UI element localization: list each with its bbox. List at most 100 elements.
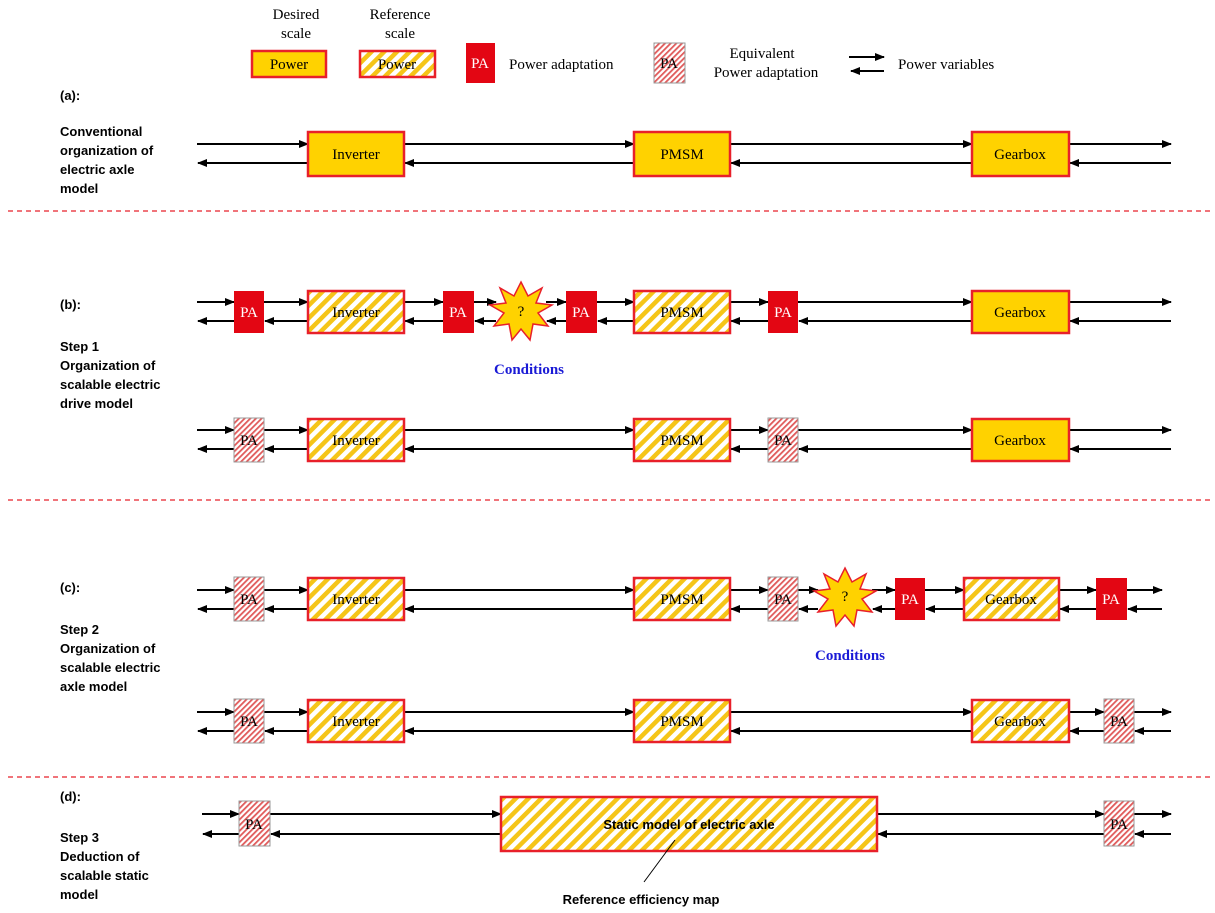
pmsm-label: PMSM: [660, 592, 703, 608]
legend-desired-power-box: [250, 49, 328, 79]
pa-label: PA: [449, 305, 467, 321]
pa-label: PA: [901, 592, 919, 608]
pmsm-block: [632, 130, 732, 178]
legend-power-variables: Power variables: [898, 57, 994, 73]
pa-block: [234, 291, 264, 333]
section-b: (b): Step 1 Organization of scalable ele…: [60, 280, 1172, 463]
legend-desired-line2: scale: [281, 26, 311, 42]
inverter-label: Inverter: [332, 714, 379, 730]
section-c-desc-4: axle model: [60, 679, 127, 694]
equivalent-pa-block: [238, 800, 271, 847]
section-b-desc-3: scalable electric: [60, 377, 160, 392]
conditions-burst-label: ?: [842, 589, 849, 605]
section-d-desc-3: scalable static: [60, 868, 149, 883]
legend-equivalent-line1: Equivalent: [730, 46, 796, 62]
legend-desired-power-label: Power: [270, 57, 308, 73]
inverter-block: [306, 576, 406, 622]
equivalent-pa-block: [767, 576, 799, 622]
reference-map-pointer: [643, 839, 676, 883]
pa-label: PA: [774, 433, 792, 449]
legend-pa-text: Power adaptation: [509, 57, 614, 73]
section-c-desc-3: scalable electric: [60, 660, 160, 675]
section-b-desc-4: drive model: [60, 396, 133, 411]
legend-reference-power-label: Power: [378, 57, 416, 73]
section-a-tag: (a):: [60, 88, 80, 103]
pa-label: PA: [240, 305, 258, 321]
legend-desired-line1: Desired: [273, 7, 320, 23]
inverter-block: [306, 698, 406, 744]
pa-label: PA: [572, 305, 590, 321]
section-c-tag: (c):: [60, 580, 80, 595]
gearbox-label: Gearbox: [994, 305, 1046, 321]
gearbox-block: [962, 576, 1061, 622]
equivalent-pa-block: [767, 417, 799, 463]
pa-label: PA: [774, 592, 792, 608]
section-a-desc-2: organization of: [60, 143, 154, 158]
pmsm-block: [632, 576, 732, 622]
static-model-block: [499, 795, 879, 853]
conditions-label: Conditions: [494, 362, 564, 378]
inverter-label: Inverter: [332, 305, 379, 321]
inverter-block: [306, 417, 406, 463]
pa-block: [768, 291, 798, 333]
pa-block: [443, 291, 474, 333]
section-a: (a): Conventional organization of electr…: [60, 88, 1172, 196]
inverter-label: Inverter: [332, 592, 379, 608]
equivalent-pa-block: [233, 417, 265, 463]
pmsm-label: PMSM: [660, 305, 703, 321]
section-d: (d): Step 3 Deduction of scalable static…: [60, 789, 1172, 907]
pa-block: [566, 291, 597, 333]
pmsm-label: PMSM: [660, 714, 703, 730]
pmsm-block: [632, 417, 732, 463]
pa-label: PA: [240, 714, 258, 730]
pmsm-block: [632, 289, 732, 335]
section-c-desc-1: Step 2: [60, 622, 99, 637]
conditions-burst: [487, 280, 555, 342]
gearbox-label: Gearbox: [985, 592, 1037, 608]
section-d-desc-2: Deduction of: [60, 849, 140, 864]
pa-label: PA: [240, 592, 258, 608]
pmsm-label: PMSM: [660, 147, 703, 163]
section-a-desc-4: model: [60, 181, 98, 196]
gearbox-block: [970, 417, 1071, 463]
pa-label: PA: [1110, 714, 1128, 730]
section-c: (c): Step 2 Organization of scalable ele…: [60, 566, 1172, 744]
equivalent-pa-block: [1103, 698, 1135, 744]
legend-reference-line2: scale: [385, 26, 415, 42]
legend-reference-power-box: [358, 49, 437, 79]
static-model-label: Static model of electric axle: [603, 817, 774, 832]
legend-equivalent-line2: Power adaptation: [714, 65, 819, 81]
legend-reference-line1: Reference: [370, 7, 431, 23]
section-a-desc-3: electric axle: [60, 162, 134, 177]
gearbox-label: Gearbox: [994, 714, 1046, 730]
pa-label: PA: [245, 817, 263, 833]
inverter-block: [306, 130, 406, 178]
section-b-tag: (b):: [60, 297, 81, 312]
pmsm-block: [632, 698, 732, 744]
legend-equivalent-pa-box-label: PA: [660, 56, 678, 72]
equivalent-pa-block: [233, 576, 265, 622]
conditions-label: Conditions: [815, 648, 885, 664]
section-d-desc-1: Step 3: [60, 830, 99, 845]
conditions-burst-label: ?: [518, 304, 525, 320]
pa-label: PA: [240, 433, 258, 449]
pmsm-label: PMSM: [660, 433, 703, 449]
pa-block: [895, 578, 925, 620]
section-a-desc-1: Conventional: [60, 124, 142, 139]
gearbox-label: Gearbox: [994, 147, 1046, 163]
gearbox-block: [970, 698, 1071, 744]
pa-label: PA: [1102, 592, 1120, 608]
pa-label: PA: [1110, 817, 1128, 833]
pa-block: [1096, 578, 1127, 620]
legend: Desired scale Power Reference scale Powe…: [250, 7, 994, 84]
section-d-tag: (d):: [60, 789, 81, 804]
section-b-desc-1: Step 1: [60, 339, 99, 354]
legend-equivalent-pa-box: [653, 42, 686, 84]
equivalent-pa-block: [1103, 800, 1135, 847]
equivalent-pa-block: [233, 698, 265, 744]
section-c-desc-2: Organization of: [60, 641, 156, 656]
section-d-desc-4: model: [60, 887, 98, 902]
gearbox-label: Gearbox: [994, 433, 1046, 449]
inverter-label: Inverter: [332, 147, 379, 163]
